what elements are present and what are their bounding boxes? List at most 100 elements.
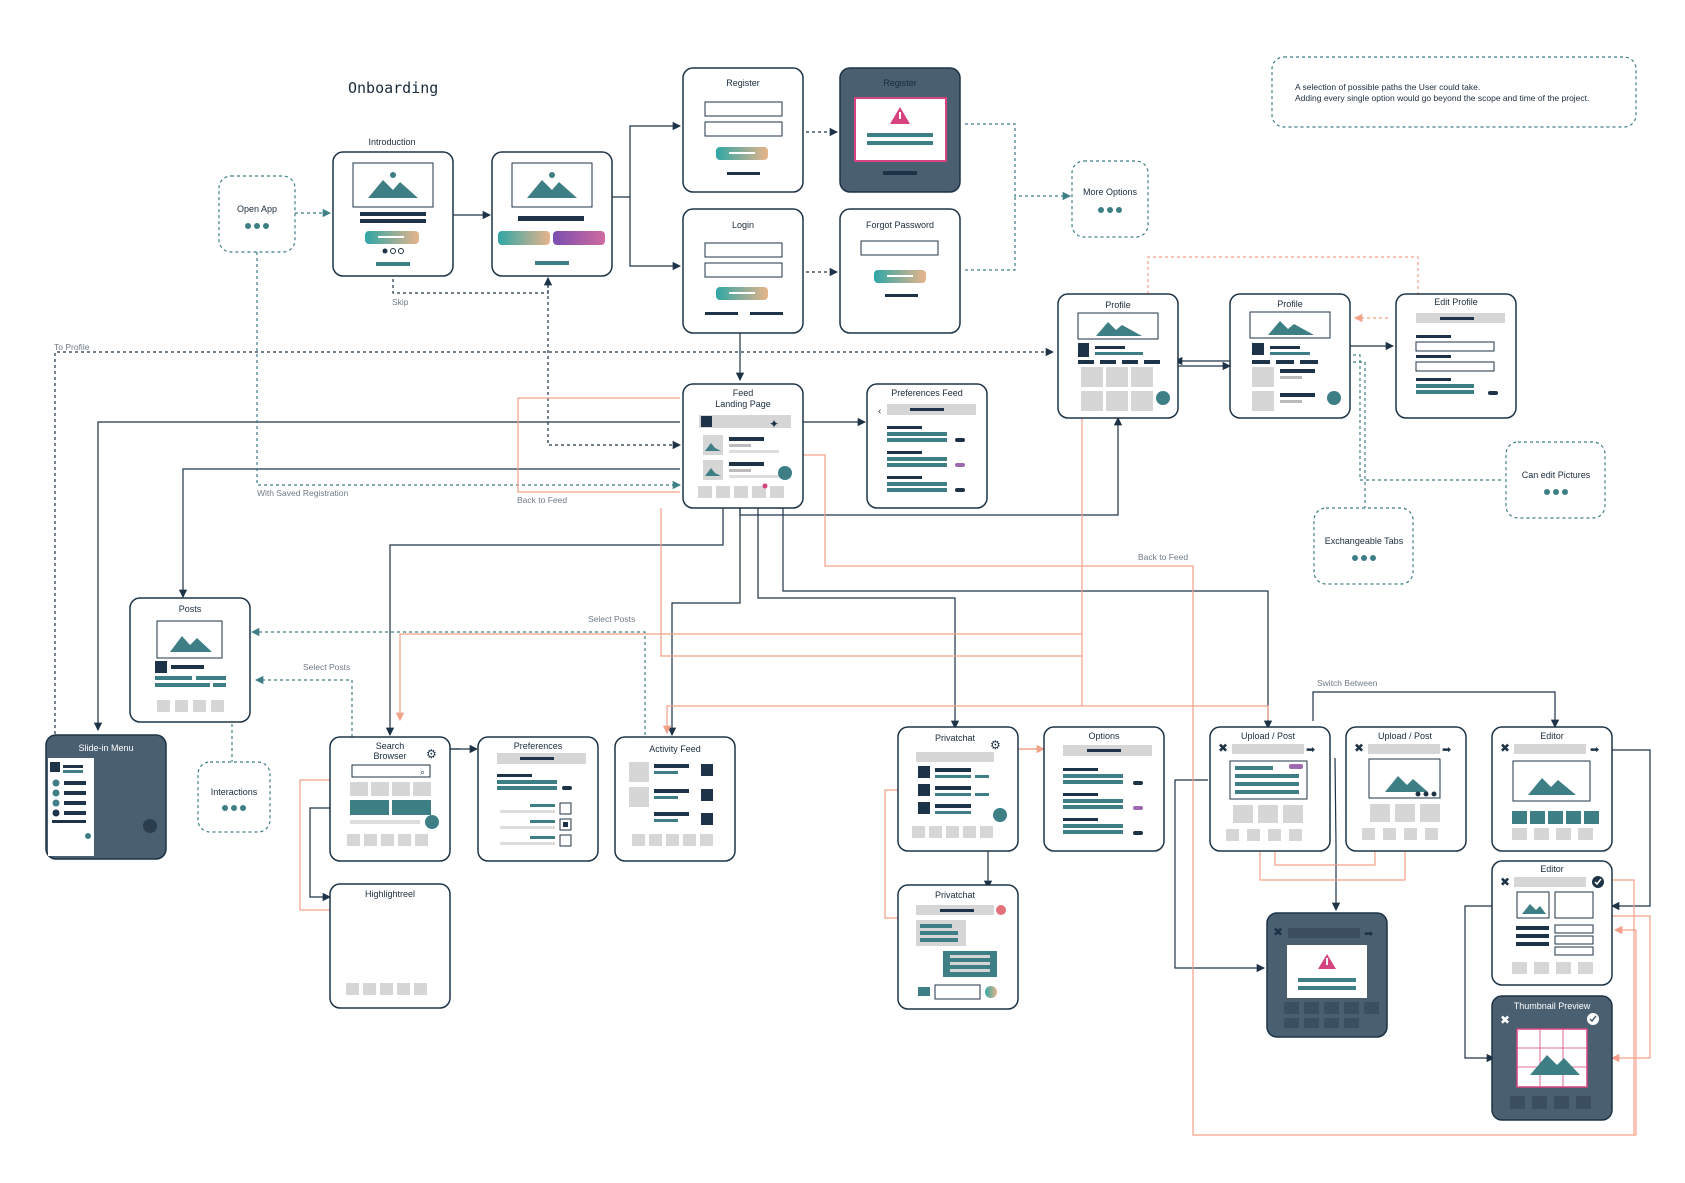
screen-options: Options (1043, 726, 1165, 852)
svg-text:Privatchat: Privatchat (935, 733, 976, 743)
screen-forgot-password: Forgot Password (839, 208, 961, 334)
close-icon: ✖ (1500, 1013, 1510, 1027)
svg-text:Upload / Post: Upload / Post (1378, 731, 1433, 741)
edge-label-select-posts: Select Posts (588, 614, 635, 624)
svg-text:Browser: Browser (373, 751, 406, 761)
more-dots-icon (245, 223, 269, 229)
screen-posts: Posts (129, 597, 251, 723)
svg-text:Search: Search (376, 741, 405, 751)
screen-edit-profile: Edit Profile (1395, 293, 1517, 419)
screen-feed-landing-page: Feed Landing Page ✦ (682, 383, 804, 509)
screen-privatchat-2: Privatchat (897, 884, 1019, 1010)
screen-introduction-2 (491, 151, 613, 277)
close-icon: ✖ (1273, 925, 1283, 939)
option-interactions: Interactions (197, 761, 271, 833)
svg-text:Forgot Password: Forgot Password (866, 220, 934, 230)
screen-privatchat: Privatchat ⚙ (897, 726, 1019, 852)
edge-label-to-profile: To Profile (54, 342, 90, 352)
close-icon: ✖ (1500, 875, 1510, 889)
edge-label-switch-between: Switch Between (1317, 678, 1378, 688)
svg-text:Editor: Editor (1540, 731, 1564, 741)
option-exchangeable-tabs: Exchangeable Tabs (1313, 507, 1414, 585)
svg-text:Options: Options (1088, 731, 1120, 741)
screen-profile-2: Profile (1229, 293, 1351, 419)
svg-text:Profile: Profile (1277, 299, 1303, 309)
close-icon: ✖ (1500, 741, 1510, 755)
svg-text:Feed: Feed (733, 388, 754, 398)
note-line-2: Adding every single option would go beyo… (1295, 93, 1589, 103)
screen-activity-feed: Activity Feed (614, 736, 736, 862)
svg-text:Introduction: Introduction (368, 137, 415, 147)
back-chevron-icon: ‹ (878, 406, 881, 417)
edge-label-with-saved-registration: With Saved Registration (257, 488, 348, 498)
screen-register-error: Register (839, 67, 961, 193)
search-icon: ⌕ (420, 768, 425, 778)
svg-text:Open App: Open App (237, 204, 277, 214)
gear-icon: ⚙ (426, 747, 437, 761)
edge-label-select-posts: Select Posts (303, 662, 350, 672)
arrow-right-icon: ➡ (1364, 927, 1373, 940)
svg-text:Upload / Post: Upload / Post (1241, 731, 1296, 741)
option-more-options: More Options (1071, 160, 1149, 238)
edge-labels: Skip To Profile With Saved Registration … (54, 297, 1378, 688)
arrow-right-icon: ➡ (1306, 743, 1315, 756)
sparkle-icon: ✦ (769, 417, 779, 431)
svg-text:Privatchat: Privatchat (935, 890, 976, 900)
svg-text:Preferences Feed: Preferences Feed (891, 388, 963, 398)
svg-text:Login: Login (732, 220, 754, 230)
svg-text:Exchangeable Tabs: Exchangeable Tabs (1325, 536, 1404, 546)
edge-label-back-to-feed: Back to Feed (1138, 552, 1188, 562)
arrow-right-icon: ➡ (1590, 743, 1599, 756)
svg-text:Slide-in Menu: Slide-in Menu (78, 743, 133, 753)
screen-upload-post-2: Upload / Post ✖ ➡ (1345, 726, 1467, 852)
more-dots-icon (1544, 489, 1568, 495)
screen-editor: Editor ✖ ➡ (1491, 726, 1613, 852)
note-line-1: A selection of possible paths the User c… (1295, 82, 1480, 92)
svg-text:Preferences: Preferences (514, 741, 563, 751)
close-icon: ✖ (1354, 741, 1364, 755)
arrow-right-icon: ➡ (1442, 743, 1451, 756)
svg-text:Activity Feed: Activity Feed (649, 744, 701, 754)
edge-label-back-to-feed: Back to Feed (517, 495, 567, 505)
svg-text:More Options: More Options (1083, 187, 1138, 197)
option-open-app: Open App (218, 175, 296, 253)
screen-editor-2: Editor ✖ (1491, 860, 1613, 986)
svg-text:Register: Register (726, 78, 760, 88)
edge-label-skip: Skip (392, 297, 409, 307)
screen-profile: Profile (1057, 293, 1179, 419)
svg-text:Edit Profile: Edit Profile (1434, 297, 1478, 307)
screen-login: Login (682, 208, 804, 334)
close-icon: ✖ (1218, 741, 1228, 755)
svg-text:Landing Page: Landing Page (715, 399, 771, 409)
gear-icon: ⚙ (990, 738, 1001, 752)
notification-dot-icon (762, 483, 768, 489)
avatar-icon (701, 416, 712, 427)
screen-highlightreel: Highlightreel (329, 883, 451, 1009)
project-note: A selection of possible paths the User c… (1271, 56, 1637, 128)
svg-text:Profile: Profile (1105, 300, 1131, 310)
svg-text:Thumbnail Preview: Thumbnail Preview (1514, 1001, 1591, 1011)
screen-introduction: Introduction (332, 137, 454, 277)
svg-text:Can edit Pictures: Can edit Pictures (1522, 470, 1591, 480)
compose-icon (778, 466, 792, 480)
screen-upload-error: ✖ ➡ (1266, 912, 1388, 1038)
svg-text:Editor: Editor (1540, 864, 1564, 874)
screen-upload-post: Upload / Post ✖ ➡ (1209, 726, 1331, 852)
screen-preferences-feed: Preferences Feed ‹ (866, 383, 988, 509)
image-placeholder-icon (368, 180, 418, 198)
screen-preferences: Preferences (477, 736, 599, 862)
svg-text:Interactions: Interactions (211, 787, 258, 797)
option-can-edit-pictures: Can edit Pictures (1505, 441, 1606, 519)
screen-search-browser: Search Browser ⚙ ⌕ (329, 736, 451, 862)
section-heading: Onboarding (348, 79, 438, 97)
svg-text:Posts: Posts (179, 604, 202, 614)
screen-slide-in-menu: Slide-in Menu (45, 734, 167, 860)
screen-register: Register (682, 67, 804, 193)
screen-thumbnail-preview: Thumbnail Preview ✖ (1491, 995, 1613, 1121)
more-dots-icon (1098, 207, 1122, 213)
more-dots-icon (1352, 555, 1376, 561)
more-dots-icon (222, 805, 246, 811)
svg-text:Register: Register (883, 78, 917, 88)
